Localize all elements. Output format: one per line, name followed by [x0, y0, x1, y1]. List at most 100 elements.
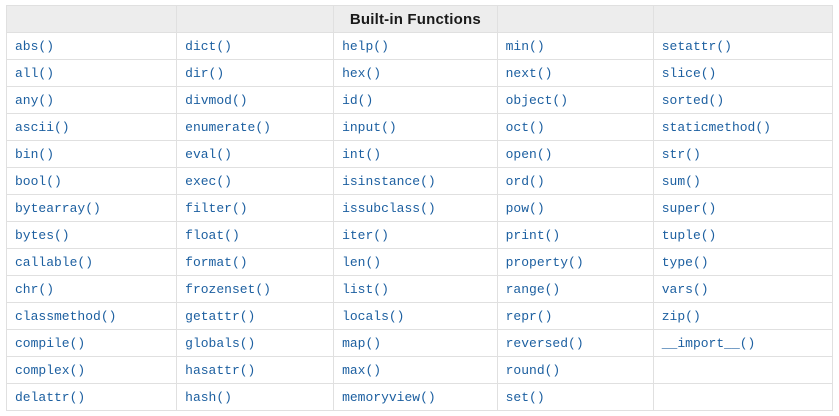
- function-link[interactable]: object(): [505, 93, 569, 108]
- table-row: bool() exec() isinstance() ord() sum(): [5, 167, 834, 195]
- function-link[interactable]: staticmethod(): [661, 120, 771, 135]
- table-cell: next(): [496, 59, 654, 87]
- function-link[interactable]: round(): [505, 363, 561, 378]
- function-link[interactable]: float(): [185, 228, 240, 243]
- table-cell: frozenset(): [176, 275, 335, 303]
- function-link[interactable]: input(): [342, 120, 397, 135]
- function-link[interactable]: int(): [342, 147, 382, 162]
- table-header-row: Built-in Functions: [5, 5, 834, 33]
- function-link[interactable]: locals(): [342, 309, 405, 324]
- table-cell: iter(): [333, 221, 498, 249]
- table-cell: super(): [652, 194, 834, 222]
- table-cell: hash(): [176, 383, 335, 411]
- function-link[interactable]: sorted(): [661, 93, 725, 108]
- function-link[interactable]: abs(): [15, 39, 55, 54]
- function-link[interactable]: bin(): [15, 147, 55, 162]
- table-cell: id(): [333, 86, 498, 114]
- function-link[interactable]: isinstance(): [342, 174, 436, 189]
- function-link[interactable]: iter(): [342, 228, 389, 243]
- function-link[interactable]: zip(): [661, 309, 701, 324]
- function-link[interactable]: super(): [661, 201, 717, 216]
- table-cell: chr(): [5, 275, 178, 303]
- function-link[interactable]: delattr(): [15, 390, 86, 405]
- function-link[interactable]: bool(): [15, 174, 62, 189]
- function-link[interactable]: hasattr(): [185, 363, 256, 378]
- function-link[interactable]: complex(): [15, 363, 86, 378]
- function-link[interactable]: hex(): [342, 66, 382, 81]
- table-cell: tuple(): [652, 221, 834, 249]
- table-cell: max(): [333, 356, 498, 384]
- function-link[interactable]: slice(): [661, 66, 717, 81]
- table-cell: staticmethod(): [652, 113, 834, 141]
- table-cell: exec(): [176, 167, 335, 195]
- table-header-cell: [496, 5, 654, 33]
- table-row: abs() dict() help() min() setattr(): [5, 32, 834, 60]
- function-link[interactable]: next(): [505, 66, 553, 81]
- function-link[interactable]: reversed(): [505, 336, 584, 351]
- function-link[interactable]: oct(): [505, 120, 545, 135]
- builtin-functions-table: Built-in Functions abs() dict() help() min(…: [5, 5, 834, 411]
- function-link[interactable]: max(): [342, 363, 382, 378]
- function-link[interactable]: property(): [505, 255, 584, 270]
- function-link[interactable]: all(): [15, 66, 55, 81]
- function-link[interactable]: exec(): [185, 174, 232, 189]
- function-link[interactable]: dict(): [185, 39, 232, 54]
- function-link[interactable]: str(): [661, 147, 701, 162]
- function-link[interactable]: min(): [505, 39, 545, 54]
- function-link[interactable]: sum(): [661, 174, 701, 189]
- function-link[interactable]: print(): [505, 228, 561, 243]
- table-cell: isinstance(): [333, 167, 498, 195]
- function-link[interactable]: setattr(): [661, 39, 732, 54]
- function-link[interactable]: frozenset(): [185, 282, 271, 297]
- function-link[interactable]: getattr(): [185, 309, 256, 324]
- table-cell: reversed(): [496, 329, 654, 357]
- function-link[interactable]: compile(): [15, 336, 86, 351]
- function-link[interactable]: ord(): [505, 174, 545, 189]
- function-link[interactable]: set(): [505, 390, 545, 405]
- function-link[interactable]: filter(): [185, 201, 248, 216]
- function-link[interactable]: bytes(): [15, 228, 70, 243]
- function-link[interactable]: divmod(): [185, 93, 248, 108]
- table-cell: memoryview(): [333, 383, 498, 411]
- table-body: abs() dict() help() min() setattr() all() dir(…: [5, 32, 834, 411]
- function-link[interactable]: memoryview(): [342, 390, 436, 405]
- function-link[interactable]: type(): [661, 255, 709, 270]
- function-link[interactable]: hash(): [185, 390, 232, 405]
- table-cell: issubclass(): [333, 194, 498, 222]
- table-cell: filter(): [176, 194, 335, 222]
- function-link[interactable]: list(): [342, 282, 389, 297]
- table-cell: setattr(): [652, 32, 834, 60]
- function-link[interactable]: ascii(): [15, 120, 70, 135]
- function-link[interactable]: len(): [342, 255, 382, 270]
- function-link[interactable]: dir(): [185, 66, 225, 81]
- table-cell: compile(): [5, 329, 178, 357]
- table-title: Built-in Functions: [333, 5, 498, 33]
- table-cell: help(): [333, 32, 498, 60]
- function-link[interactable]: repr(): [505, 309, 553, 324]
- function-link[interactable]: any(): [15, 93, 55, 108]
- function-link[interactable]: map(): [342, 336, 382, 351]
- table-cell: globals(): [176, 329, 335, 357]
- function-link[interactable]: globals(): [185, 336, 256, 351]
- function-link[interactable]: pow(): [505, 201, 545, 216]
- function-link[interactable]: __import__(): [661, 336, 756, 351]
- function-link[interactable]: enumerate(): [185, 120, 271, 135]
- function-link[interactable]: chr(): [15, 282, 55, 297]
- function-link[interactable]: range(): [505, 282, 561, 297]
- function-link[interactable]: eval(): [185, 147, 232, 162]
- function-link[interactable]: open(): [505, 147, 553, 162]
- table-cell: input(): [333, 113, 498, 141]
- function-link[interactable]: issubclass(): [342, 201, 436, 216]
- table-cell: slice(): [652, 59, 834, 87]
- table-cell: hex(): [333, 59, 498, 87]
- function-link[interactable]: tuple(): [661, 228, 717, 243]
- table-cell: property(): [496, 248, 654, 276]
- function-link[interactable]: classmethod(): [15, 309, 117, 324]
- function-link[interactable]: vars(): [661, 282, 709, 297]
- function-link[interactable]: format(): [185, 255, 248, 270]
- function-link[interactable]: id(): [342, 93, 374, 108]
- table-cell: abs(): [5, 32, 178, 60]
- function-link[interactable]: help(): [342, 39, 389, 54]
- function-link[interactable]: callable(): [15, 255, 94, 270]
- function-link[interactable]: bytearray(): [15, 201, 101, 216]
